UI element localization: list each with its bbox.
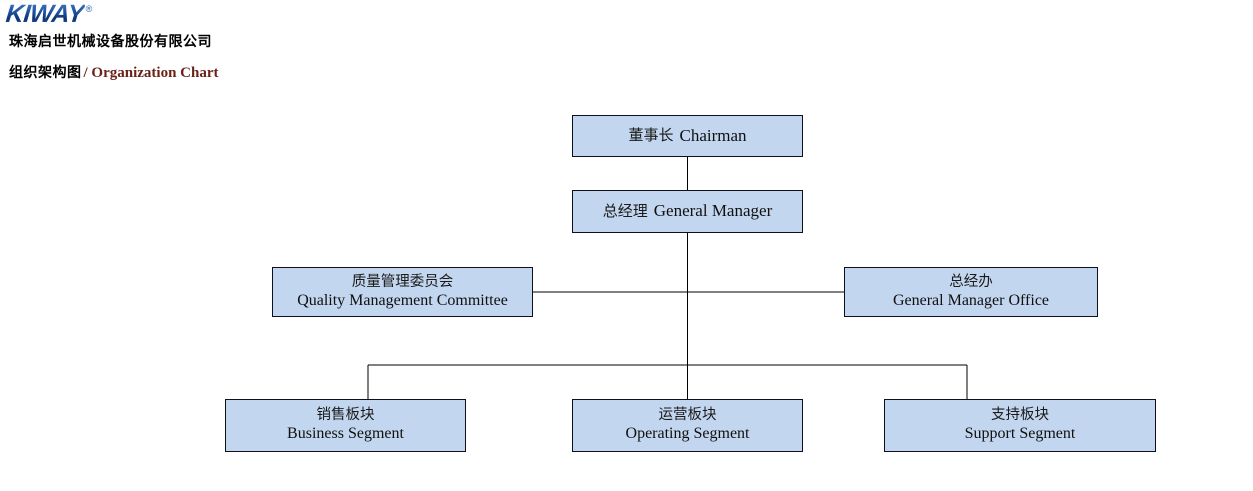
node-operating-segment[interactable]: 运营板块 Operating Segment	[572, 399, 803, 452]
node-general-manager-office-label-en: General Manager Office	[892, 291, 1050, 309]
company-name: 珠海启世机械设备股份有限公司	[9, 34, 212, 50]
node-chairman-label-en: Chairman	[679, 125, 747, 145]
node-operating-segment-label-cn: 运营板块	[658, 407, 717, 423]
node-quality-management-committee-label-cn: 质量管理委员会	[351, 273, 454, 290]
node-support-segment-label-en: Support Segment	[964, 425, 1076, 443]
node-chairman[interactable]: 董事长 Chairman	[572, 115, 803, 157]
node-general-manager-office[interactable]: 总经办 General Manager Office	[844, 267, 1098, 317]
node-general-manager-office-label-cn: 总经办	[949, 273, 993, 290]
page-title: 组织架构图/ Organization Chart	[9, 63, 219, 83]
page-title-cn: 组织架构图	[9, 65, 82, 81]
node-operating-segment-label-en: Operating Segment	[625, 425, 750, 443]
kiway-logo: KIWAY ®	[4, 0, 93, 28]
registered-trademark-icon: ®	[85, 4, 93, 14]
node-chairman-label-cn: 董事长	[628, 126, 674, 145]
node-business-segment-label-cn: 销售板块	[316, 407, 375, 423]
node-support-segment-label-cn: 支持板块	[991, 407, 1049, 423]
node-support-segment[interactable]: 支持板块 Support Segment	[884, 399, 1156, 452]
node-general-manager-label-en: General Manager	[653, 201, 773, 221]
logo-wordmark: KIWAY	[4, 0, 86, 28]
node-business-segment-label-en: Business Segment	[287, 425, 404, 443]
node-general-manager[interactable]: 总经理 General Manager	[572, 190, 803, 233]
node-quality-management-committee[interactable]: 质量管理委员会 Quality Management Committee	[272, 267, 533, 317]
node-business-segment[interactable]: 销售板块 Business Segment	[225, 399, 466, 452]
node-general-manager-label-cn: 总经理	[602, 201, 648, 220]
page-title-en: / Organization Chart	[83, 65, 219, 81]
node-quality-management-committee-label-en: Quality Management Committee	[297, 291, 508, 309]
